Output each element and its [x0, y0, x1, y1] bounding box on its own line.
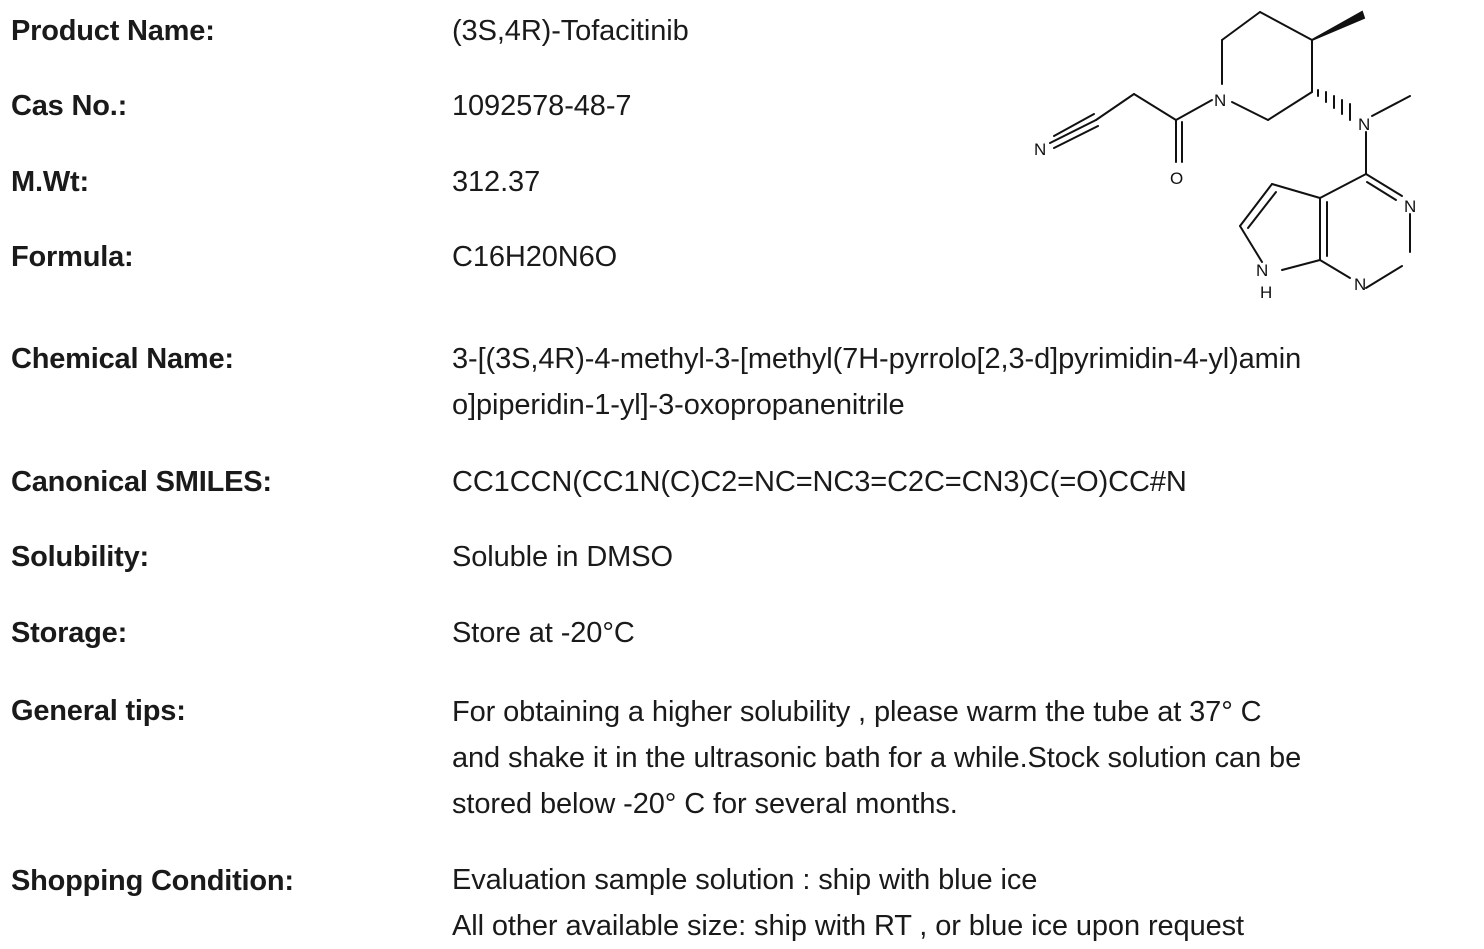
- cas-no-label: Cas No.:: [11, 90, 128, 122]
- bond: [1053, 125, 1099, 149]
- bond: [1175, 99, 1213, 121]
- atom-label: N: [1034, 140, 1046, 159]
- solubility-value: Soluble in DMSO: [452, 541, 673, 573]
- bond: [1049, 119, 1097, 144]
- bond: [1259, 11, 1313, 41]
- bond: [1053, 113, 1095, 137]
- atom-label: N: [1358, 115, 1370, 134]
- bond: [1239, 183, 1273, 227]
- bond: [1366, 181, 1397, 201]
- bond: [1095, 93, 1135, 121]
- atom-label: O: [1170, 169, 1183, 188]
- formula-value: C16H20N6O: [452, 241, 618, 273]
- chemical-name-label: Chemical Name:: [11, 343, 234, 375]
- solubility-label: Solubility:: [11, 541, 149, 573]
- smiles-value: CC1CCN(CC1N(C)C2=NC=NC3=C2C=CN3)C(=O)CC#…: [452, 466, 1187, 498]
- formula-label: Formula:: [11, 241, 134, 273]
- storage-label: Storage:: [11, 617, 128, 649]
- chemical-name-value: 3-[(3S,4R)-4-methyl-3-[methyl(7H-pyrrolo…: [452, 343, 1302, 421]
- bond: [1231, 101, 1269, 121]
- bond: [1267, 91, 1313, 121]
- atom-label: N: [1404, 197, 1416, 216]
- product-name-value: (3S,4R)-Tofacitinib: [452, 15, 689, 47]
- chemical-structure-diagram: N N N O N N N H: [1034, 10, 1416, 302]
- bond: [1247, 191, 1277, 229]
- bond: [1239, 225, 1263, 263]
- bond: [1281, 259, 1321, 271]
- atom-label: N: [1256, 261, 1268, 280]
- shopping-condition-label: Shopping Condition:: [11, 865, 294, 897]
- bond: [1371, 95, 1411, 117]
- bond: [1365, 265, 1403, 289]
- bond: [1133, 93, 1177, 121]
- general-tips-value: For obtaining a higher solubility , plea…: [452, 696, 1302, 820]
- smiles-label: Canonical SMILES:: [11, 466, 272, 498]
- atom-label: N: [1354, 275, 1366, 294]
- storage-value: Store at -20°C: [452, 617, 635, 649]
- hashed-bond: [1317, 89, 1351, 121]
- atom-label: H: [1260, 283, 1272, 302]
- wedge-bond: [1311, 10, 1366, 41]
- atom-label: N: [1214, 91, 1226, 110]
- mw-value: 312.37: [452, 166, 541, 198]
- product-name-label: Product Name:: [11, 15, 215, 47]
- bond: [1271, 183, 1321, 199]
- bond: [1365, 173, 1403, 197]
- general-tips-label: General tips:: [11, 695, 186, 727]
- bond: [1319, 173, 1367, 199]
- mw-label: M.Wt:: [11, 166, 89, 198]
- cas-no-value: 1092578-48-7: [452, 90, 632, 122]
- bond: [1221, 11, 1261, 41]
- shopping-condition-value: Evaluation sample solution : ship with b…: [452, 864, 1244, 942]
- bond: [1319, 259, 1351, 279]
